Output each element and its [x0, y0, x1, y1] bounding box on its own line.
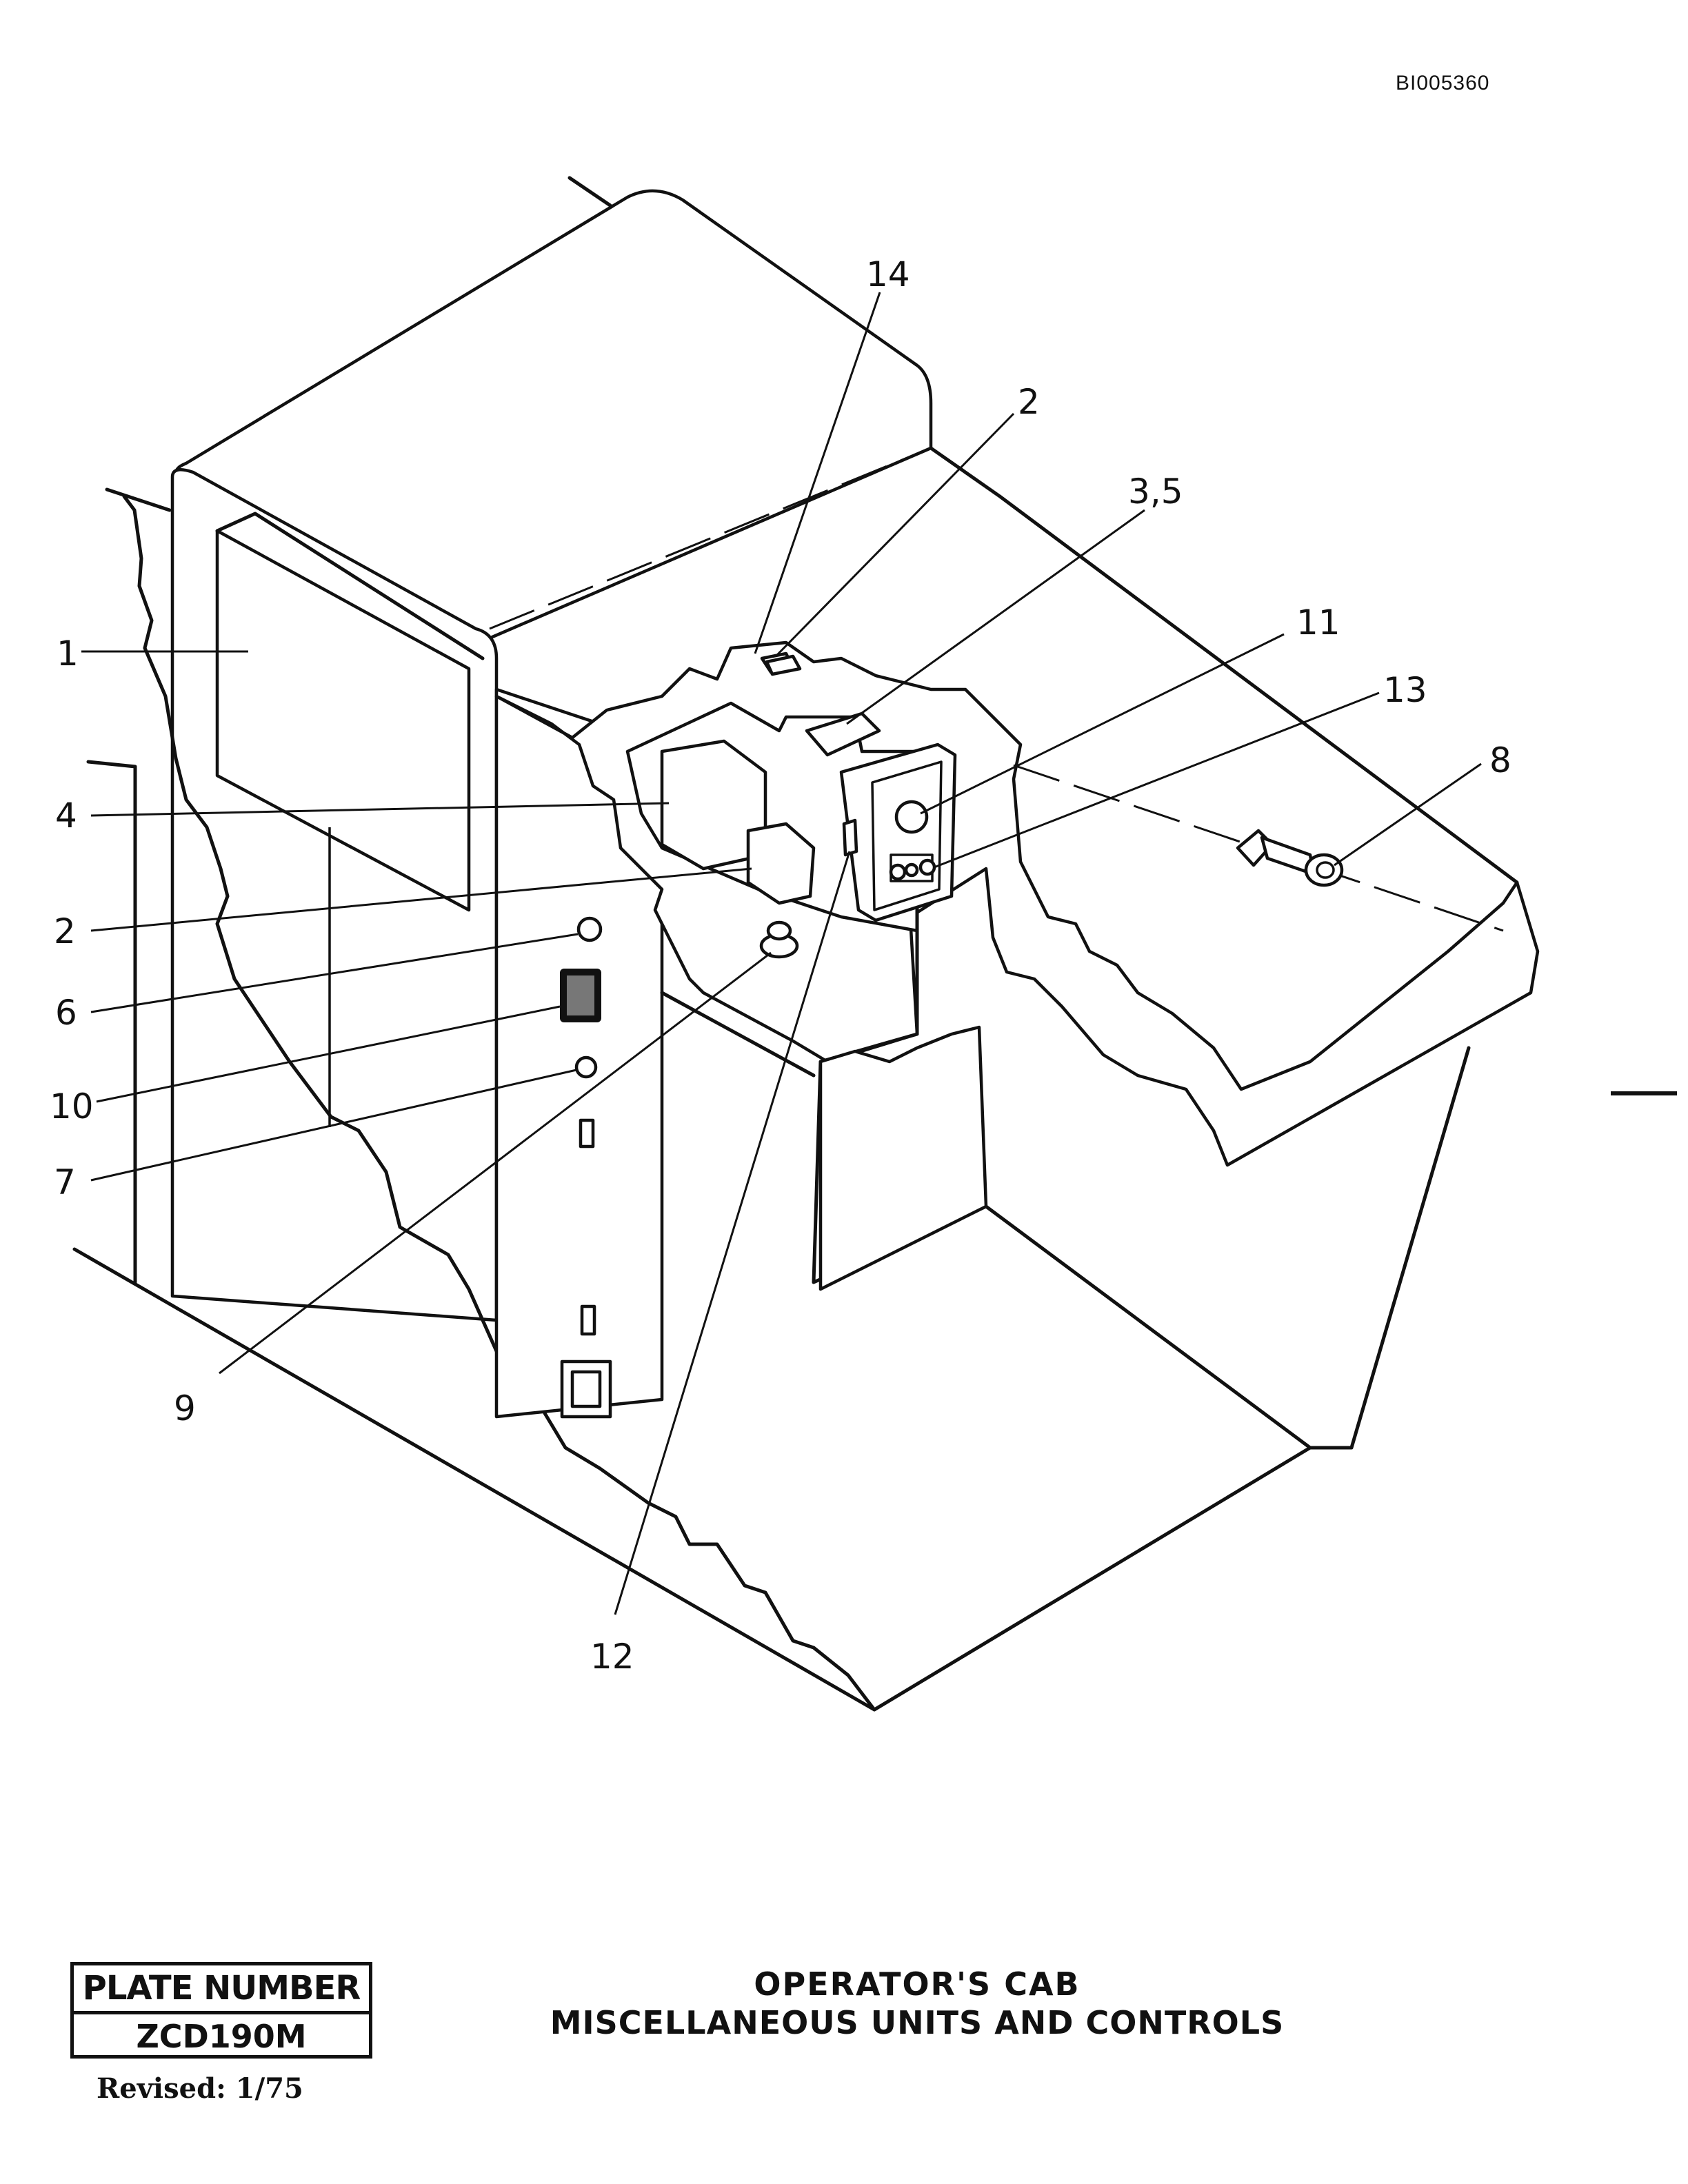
- switch-panel-grid: [567, 975, 594, 1015]
- drawing-title: OPERATOR'S CAB MISCELLANEOUS UNITS AND C…: [538, 1965, 1296, 2042]
- callout-1: 1: [57, 634, 79, 674]
- component-2-top-tab: [765, 654, 802, 676]
- leader-10: [96, 1005, 561, 1103]
- leader-4: [90, 802, 670, 817]
- control-knob-13b: [904, 862, 919, 878]
- floor-edge-upper: [86, 760, 137, 1284]
- knob-7: [574, 1055, 598, 1079]
- cab-top-line: [567, 176, 612, 208]
- roof-back-edge: [929, 446, 1519, 884]
- component-3-5-bar: [805, 711, 881, 757]
- edge-marker: [1611, 1091, 1677, 1095]
- lower-plate-inner: [570, 1370, 602, 1408]
- knob-9-top: [766, 920, 792, 941]
- callout-6: 6: [55, 993, 77, 1033]
- document-id: BI005360: [1396, 72, 1490, 94]
- leader-9: [219, 951, 772, 1375]
- plate-label: PLATE NUMBER: [74, 1965, 369, 2014]
- callout-7: 7: [54, 1162, 76, 1202]
- fuse-slot: [580, 1304, 596, 1336]
- windshield-glass: [215, 529, 471, 912]
- control-knob-11: [894, 800, 929, 834]
- callout-2-top: 2: [1018, 382, 1040, 422]
- callout-9: 9: [174, 1388, 196, 1428]
- title-line-2: MISCELLANEOUS UNITS AND CONTROLS: [550, 2004, 1285, 2041]
- cab-left-rail: [105, 487, 172, 512]
- callout-10: 10: [50, 1086, 94, 1126]
- revision-date: Revised: 1/75: [97, 2072, 303, 2105]
- leader-13: [934, 691, 1380, 869]
- horn-8-bell-inner: [1316, 861, 1335, 879]
- plate-number: ZCD190M: [136, 2018, 307, 2055]
- callout-8: 8: [1489, 740, 1511, 780]
- control-box: [839, 742, 957, 922]
- component-12-bracket: [842, 818, 858, 857]
- control-knob-13a: [889, 863, 907, 881]
- title-line-1: OPERATOR'S CAB: [754, 1965, 1081, 2003]
- leader-3-5: [846, 509, 1145, 725]
- leader-7: [90, 1069, 577, 1182]
- knob-6: [576, 916, 603, 942]
- leader-12: [614, 851, 851, 1615]
- windshield-shadow: [215, 512, 485, 660]
- leader-2-top: [774, 412, 1015, 658]
- callout-11: 11: [1296, 603, 1340, 643]
- leader-2-left: [90, 867, 752, 932]
- callout-3-5: 3,5: [1128, 472, 1183, 512]
- plate-number-box: PLATE NUMBER ZCD190M: [70, 1962, 372, 2059]
- rear-bulkhead: [818, 1025, 988, 1291]
- toggle-switch: [579, 1118, 595, 1149]
- control-box-face: [871, 760, 943, 911]
- callout-13: 13: [1383, 670, 1427, 710]
- control-knob-13c: [918, 858, 936, 876]
- leader-6: [90, 933, 579, 1013]
- leader-11: [920, 633, 1285, 815]
- roof-crease: [489, 447, 932, 630]
- callout-14: 14: [866, 254, 910, 294]
- horn-8-bell: [1304, 853, 1344, 887]
- callout-4: 4: [55, 796, 77, 836]
- leader-14: [754, 292, 881, 654]
- callout-2-left: 2: [54, 911, 76, 951]
- leader-8: [1334, 762, 1482, 867]
- cutaway-edge-left: [122, 494, 876, 1712]
- callout-12: 12: [590, 1637, 634, 1677]
- component-2-box: [746, 822, 816, 905]
- floor-diagonal: [660, 991, 816, 1078]
- floor-edge-lower: [72, 1247, 1312, 1712]
